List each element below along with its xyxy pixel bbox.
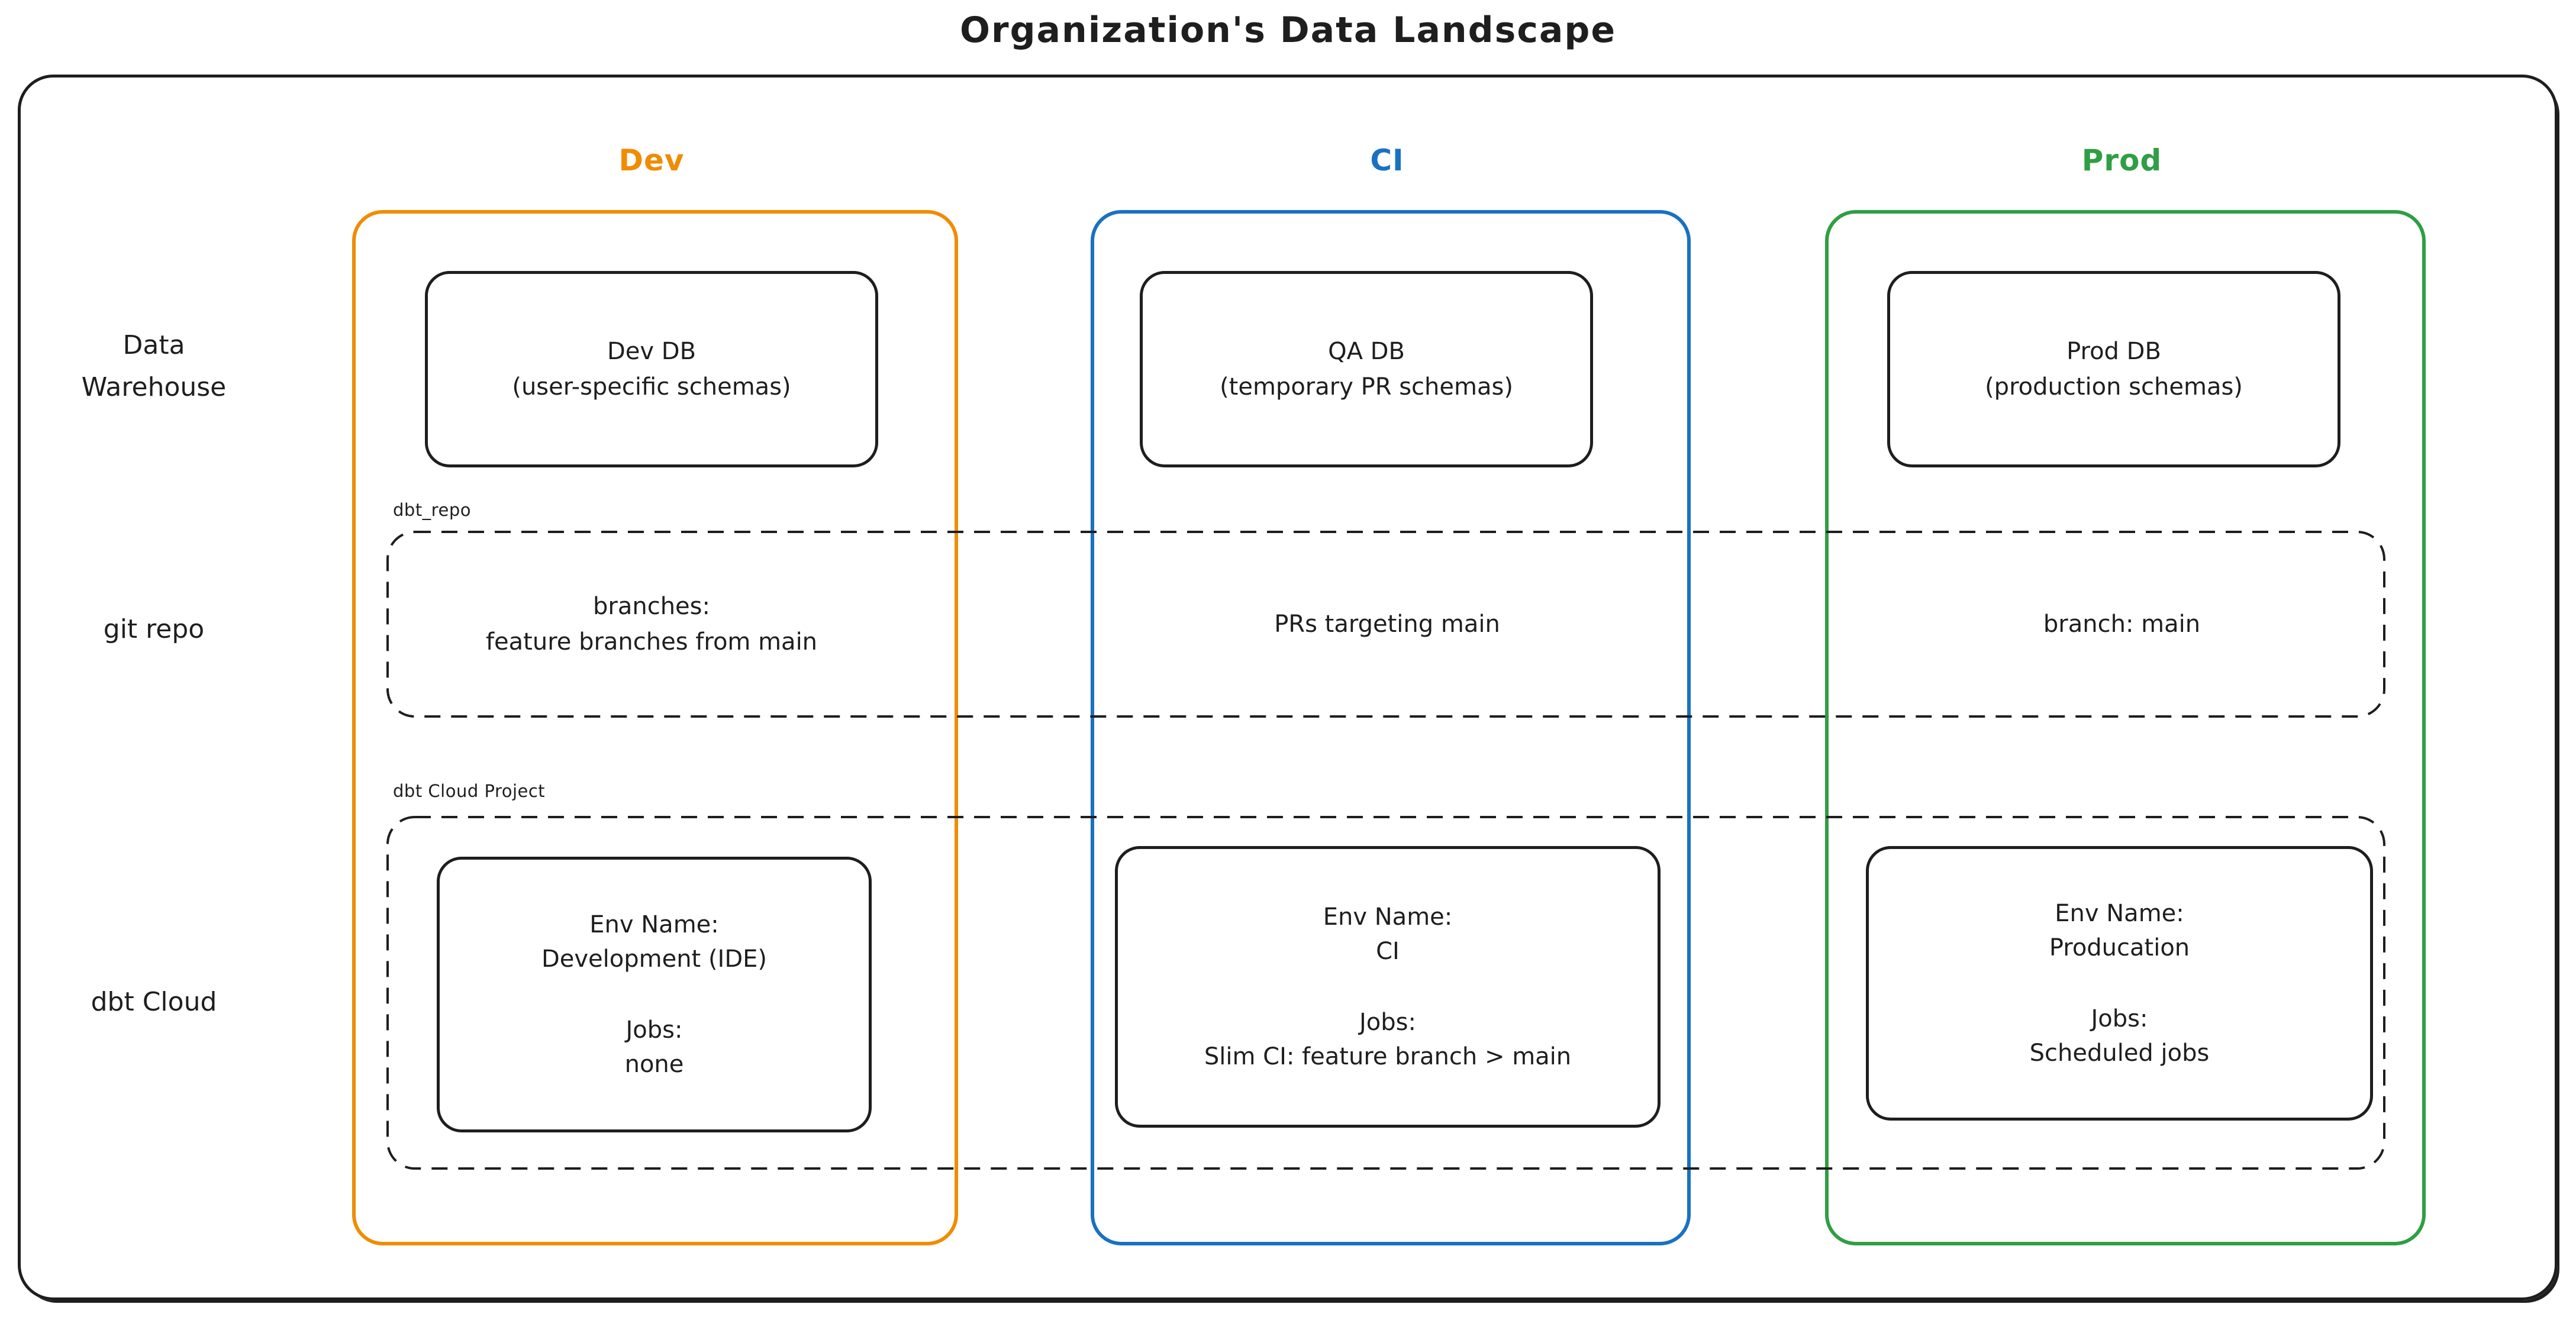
dbt-cloud-project-dashed-box: [386, 816, 2385, 1170]
prod-jobs-label: Jobs:: [2091, 1005, 2148, 1032]
row-label-data-warehouse: Data Warehouse: [81, 330, 227, 403]
prod-db-box: Prod DB (production schemas): [1887, 271, 2340, 467]
prod-env-name-label: Env Name:: [2055, 900, 2184, 927]
prod-db-title: Prod DB: [2066, 338, 2161, 365]
dev-jobs-value: none: [624, 1051, 684, 1078]
prod-git-text: branch: main: [2043, 611, 2201, 638]
dev-jobs-label: Jobs:: [626, 1016, 683, 1044]
dev-env-name-label: Env Name:: [589, 911, 719, 938]
dev-column-box: [352, 210, 958, 1245]
landscape-frame: [18, 75, 2558, 1300]
qa-db-subtitle: (temporary PR schemas): [1220, 373, 1513, 401]
dbt-cloud-project-label: dbt Cloud Project: [393, 781, 546, 801]
ci-column-box: [1091, 210, 1691, 1245]
diagram-title: Organization's Data Landscape: [959, 9, 1617, 51]
ci-column-header: CI: [1370, 143, 1404, 177]
dev-db-title: Dev DB: [607, 338, 697, 365]
dev-env-name: Development (IDE): [541, 945, 768, 973]
prod-env-box: Env Name: Producation Jobs: Scheduled jo…: [1866, 846, 2373, 1121]
prod-jobs-value: Scheduled jobs: [2029, 1040, 2210, 1067]
row-label-git-repo: git repo: [103, 614, 205, 644]
dbt-repo-label: dbt_repo: [393, 500, 471, 520]
dev-env-box: Env Name: Development (IDE) Jobs: none: [437, 857, 872, 1132]
ci-jobs-value: Slim CI: feature branch > main: [1204, 1043, 1572, 1070]
ci-env-name: CI: [1376, 938, 1400, 965]
ci-jobs-label: Jobs:: [1359, 1009, 1416, 1036]
qa-db-box: QA DB (temporary PR schemas): [1140, 271, 1593, 467]
prod-db-subtitle: (production schemas): [1985, 373, 2243, 401]
dev-column-header: Dev: [618, 143, 685, 177]
prod-column-header: Prod: [2081, 143, 2162, 177]
dev-git-text: branches: feature branches from main: [485, 593, 818, 656]
qa-db-title: QA DB: [1328, 338, 1405, 365]
ci-git-text: PRs targeting main: [1274, 611, 1500, 638]
dev-db-subtitle: (user-specific schemas): [512, 373, 791, 401]
prod-env-name: Producation: [2049, 934, 2190, 961]
prod-column-box: [1825, 210, 2426, 1245]
dev-db-box: Dev DB (user-specific schemas): [425, 271, 878, 467]
dbt-repo-dashed-box: [386, 531, 2385, 718]
ci-env-name-label: Env Name:: [1323, 903, 1453, 931]
row-label-dbt-cloud: dbt Cloud: [91, 987, 217, 1017]
ci-env-box: Env Name: CI Jobs: Slim CI: feature bran…: [1115, 846, 1661, 1128]
